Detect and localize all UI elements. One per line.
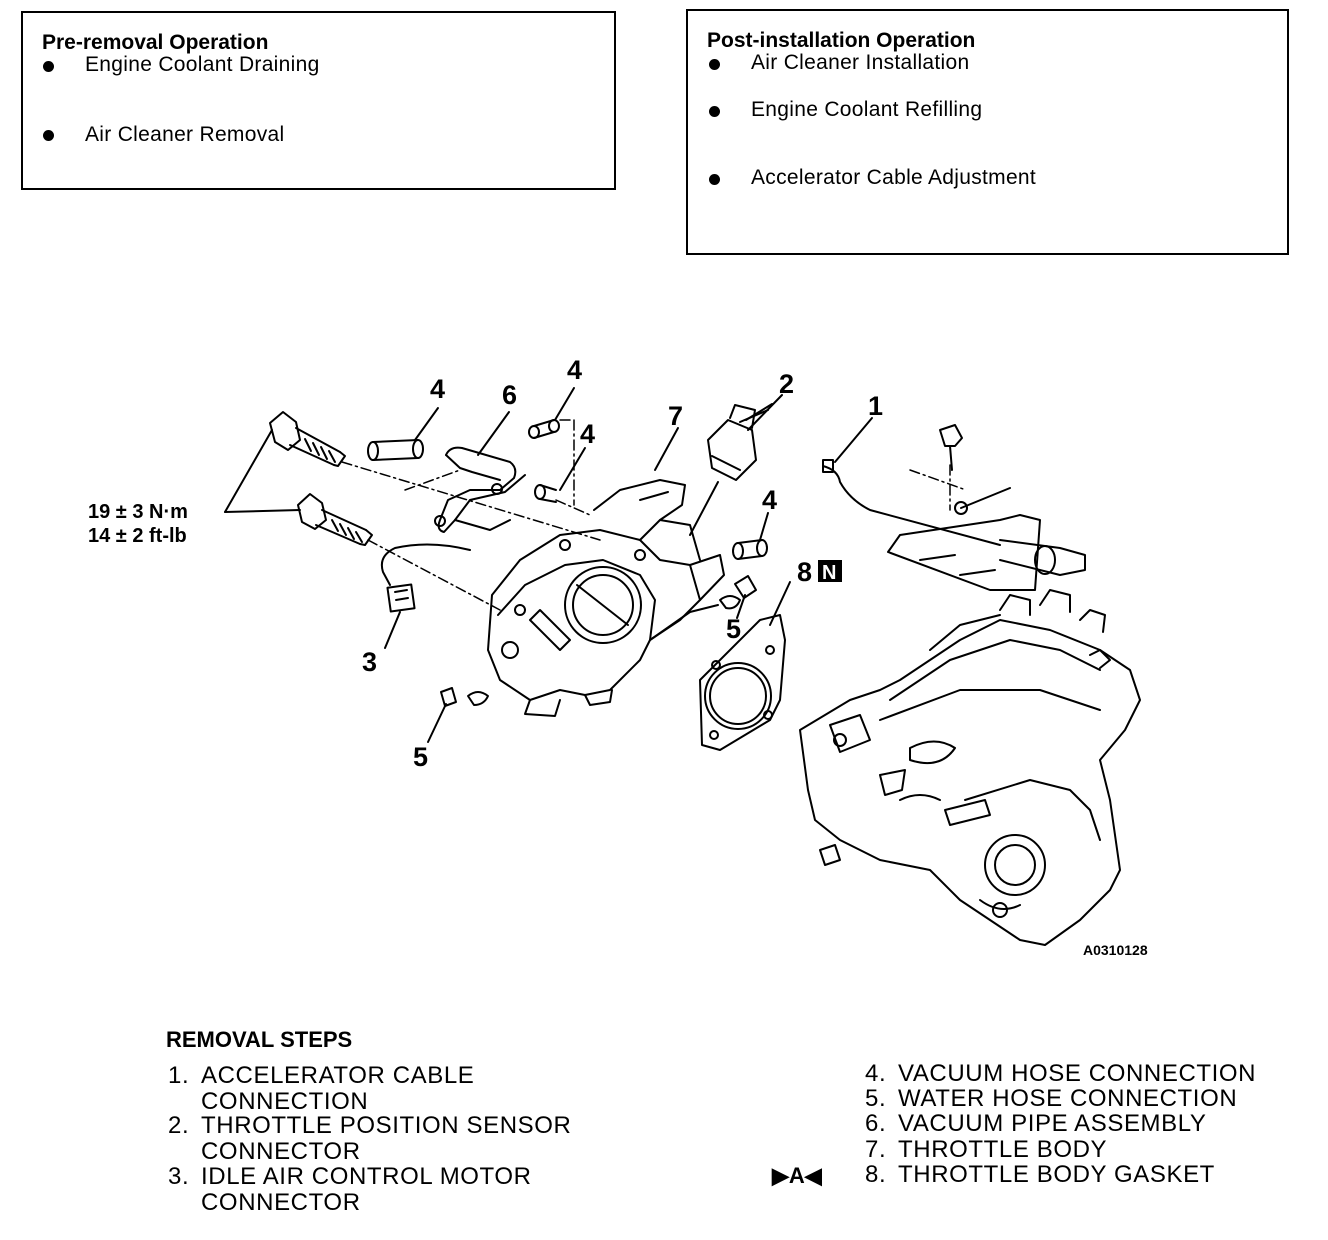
new-part-badge-icon: [818, 560, 842, 582]
vacuum-pipe-assembly: [434, 446, 526, 533]
throttle-body-gasket: [699, 614, 786, 751]
post-installation-box: Post-installation Operation Air Cleaner …: [686, 9, 1289, 255]
pre-removal-item: Air Cleaner Removal: [85, 123, 285, 146]
step-number: 6.: [865, 1110, 887, 1137]
throttle-body-exploded-diagram: 1 2 3 4 4 4 4 5 5 6 7 8 N 19 ± 3 N·m 14 …: [88, 355, 1148, 958]
step-text-cont: CONNECTOR: [201, 1189, 361, 1216]
callout-5: 5: [413, 742, 428, 772]
removal-step-5: 5. WATER HOSE CONNECTION: [865, 1086, 1237, 1112]
callout-4: 4: [430, 374, 445, 404]
callout-6: 6: [502, 380, 517, 410]
callout-5: 5: [726, 614, 741, 644]
mounting-bolt-upper: [269, 411, 346, 467]
vacuum-hose-small-top: [528, 419, 560, 439]
removal-steps-title: REMOVAL STEPS: [166, 1027, 353, 1052]
torque-imperial: 14 ± 2 ft-lb: [88, 525, 187, 547]
post-installation-item: Accelerator Cable Adjustment: [751, 166, 1037, 189]
removal-step-1: 1. ACCELERATOR CABLE CONNECTION: [168, 1063, 474, 1115]
step-text: VACUUM HOSE CONNECTION: [898, 1060, 1257, 1087]
callout-4: 4: [762, 485, 777, 515]
pre-removal-box: Pre-removal Operation Engine Coolant Dra…: [21, 11, 616, 190]
throttle-position-sensor-connector: [689, 403, 773, 536]
callout-8: 8: [797, 557, 812, 587]
accelerator-cable-bracket: [822, 424, 1086, 591]
step-text: THROTTLE POSITION SENSOR: [201, 1112, 572, 1139]
callout-1: 1: [868, 391, 883, 421]
callout-2: 2: [779, 369, 794, 399]
bullet-icon: [709, 59, 720, 70]
post-installation-item: Air Cleaner Installation: [751, 51, 970, 74]
bullet-icon: [43, 130, 54, 141]
step-number: 7.: [865, 1136, 887, 1163]
mounting-bolt-lower: [297, 493, 373, 546]
new-part-badge-label: N: [822, 562, 836, 584]
idle-air-control-connector: [380, 543, 471, 613]
step-text: ACCELERATOR CABLE: [201, 1062, 475, 1089]
callout-4: 4: [580, 419, 595, 449]
removal-step-2: 2. THROTTLE POSITION SENSOR CONNECTOR: [168, 1113, 571, 1165]
bullet-icon: [43, 61, 54, 72]
step-text-cont: CONNECTION: [201, 1088, 369, 1115]
water-hose-clamp-left: [440, 687, 489, 707]
step-text-cont: CONNECTOR: [201, 1138, 361, 1165]
torque-metric: 19 ± 3 N·m: [88, 501, 188, 523]
step-text: IDLE AIR CONTROL MOTOR: [201, 1163, 532, 1190]
step-text: VACUUM PIPE ASSEMBLY: [898, 1110, 1207, 1137]
removal-step-4: 4. VACUUM HOSE CONNECTION: [865, 1061, 1256, 1087]
figure-id: A0310128: [1083, 942, 1148, 958]
removal-step-3: 3. IDLE AIR CONTROL MOTOR CONNECTOR: [168, 1164, 532, 1216]
step-text: THROTTLE BODY GASKET: [898, 1161, 1215, 1188]
callout-7: 7: [668, 401, 683, 431]
water-hose-clamp-right: [719, 575, 757, 610]
vacuum-hose-upper-left: [367, 439, 424, 461]
pre-removal-item: Engine Coolant Draining: [85, 53, 320, 76]
step-number: 3.: [168, 1163, 190, 1190]
step-number: 2.: [168, 1112, 190, 1139]
vacuum-hose-right: [732, 539, 768, 560]
bullet-icon: [709, 106, 720, 117]
step-number: 4.: [865, 1060, 887, 1087]
installation-marker-a: ▶A◀: [772, 1163, 822, 1188]
removal-step-6: 6. VACUUM PIPE ASSEMBLY: [865, 1111, 1207, 1137]
pre-removal-title: Pre-removal Operation: [42, 31, 269, 54]
step-number: 1.: [168, 1062, 190, 1089]
bullet-icon: [709, 174, 720, 185]
step-text: WATER HOSE CONNECTION: [898, 1085, 1238, 1112]
removal-step-8: 8. THROTTLE BODY GASKET: [865, 1162, 1215, 1188]
removal-step-7: 7. THROTTLE BODY: [865, 1137, 1107, 1163]
step-number: 8.: [865, 1161, 887, 1188]
callout-3: 3: [362, 647, 377, 677]
intake-manifold: [799, 589, 1141, 946]
vacuum-hose-small-mid: [534, 484, 557, 503]
throttle-body: [487, 479, 725, 717]
step-text: THROTTLE BODY: [898, 1136, 1108, 1163]
callout-4: 4: [567, 355, 582, 385]
post-installation-item: Engine Coolant Refilling: [751, 98, 983, 121]
post-installation-title: Post-installation Operation: [707, 29, 976, 52]
step-number: 5.: [865, 1085, 887, 1112]
